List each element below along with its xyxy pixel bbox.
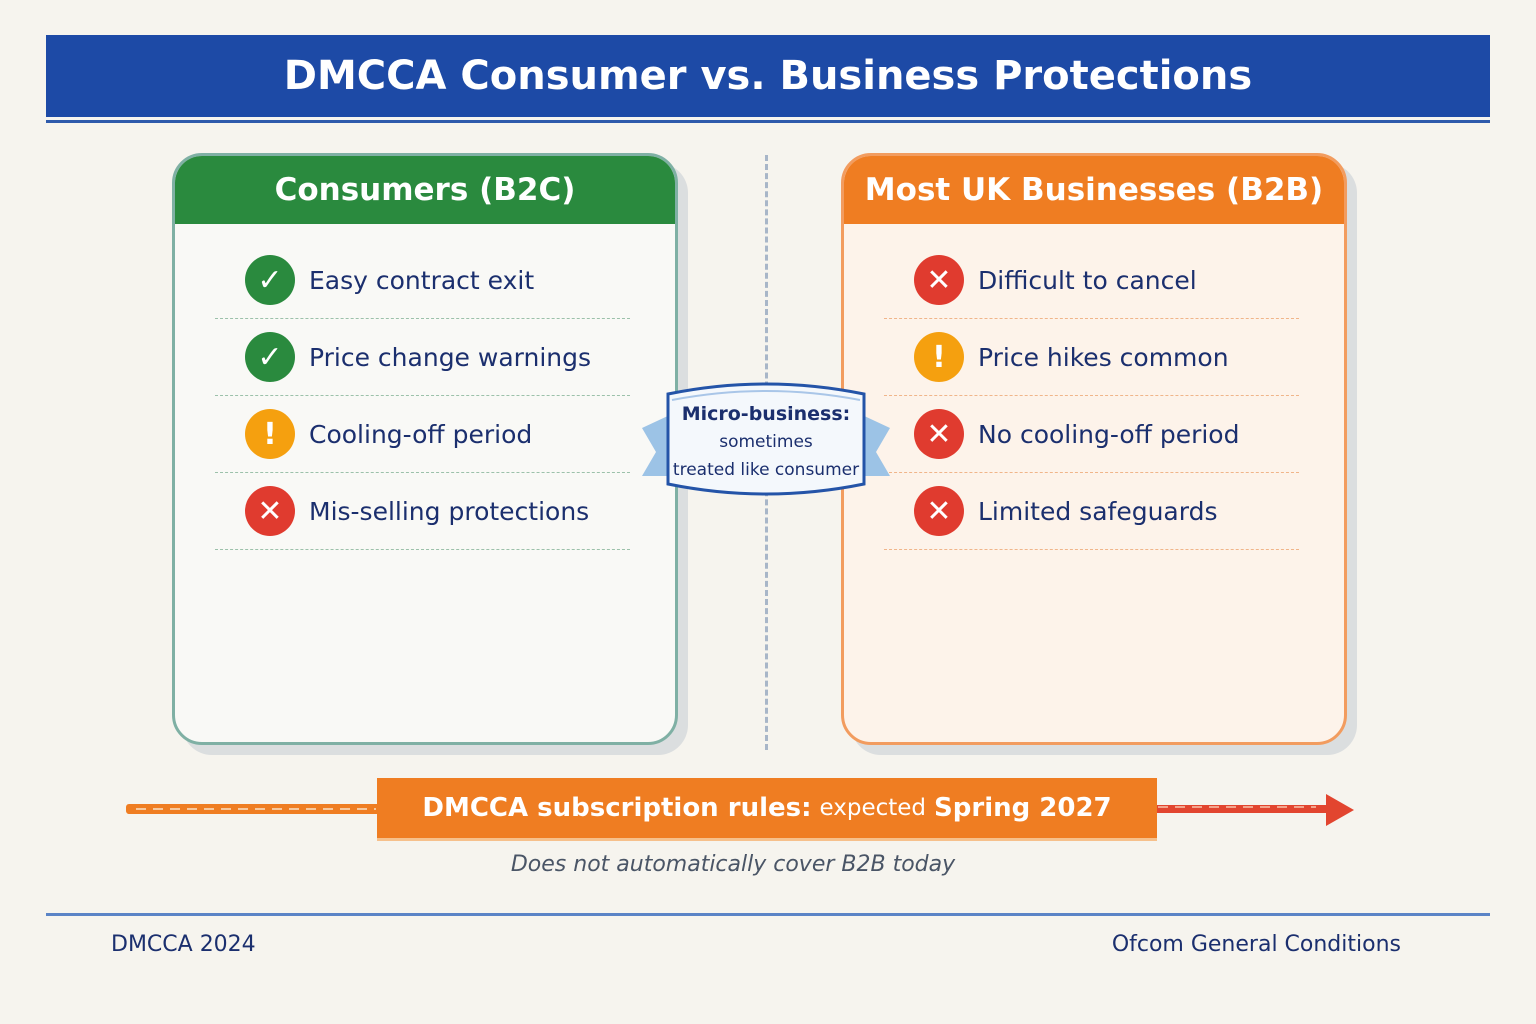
cross-icon: ✕ <box>914 255 964 305</box>
list-item: ✓ Price change warnings <box>215 319 630 396</box>
ribbon-shape <box>642 382 890 496</box>
timeline: DMCCA subscription rules: expected Sprin… <box>126 778 1356 842</box>
list-item: ! Cooling-off period <box>215 396 630 473</box>
cross-icon: ✕ <box>245 486 295 536</box>
cross-icon: ✕ <box>914 486 964 536</box>
timeline-banner: DMCCA subscription rules: expected Sprin… <box>377 778 1157 841</box>
micro-business-ribbon: Micro-business: sometimes treated like c… <box>642 380 890 500</box>
timeline-date: Spring 2027 <box>934 793 1112 823</box>
ribbon-line-1: sometimes <box>719 432 813 452</box>
item-label: Cooling-off period <box>309 419 533 449</box>
consumer-protection-list: ✓ Easy contract exit ✓ Price change warn… <box>215 224 630 550</box>
title-rule <box>46 120 1490 123</box>
footer-source-right: Ofcom General Conditions <box>1111 932 1401 957</box>
warning-icon: ! <box>914 332 964 382</box>
consumer-card-header: Consumers (B2C) <box>175 156 675 224</box>
business-card: Most UK Businesses (B2B) ✕ Difficult to … <box>841 153 1347 745</box>
list-item: ✕ Mis-selling protections <box>215 473 630 550</box>
ribbon-text: Micro-business: sometimes treated like c… <box>664 400 868 484</box>
item-label: Price change warnings <box>309 342 592 372</box>
timeline-label: DMCCA subscription rules: <box>422 793 812 823</box>
cross-icon: ✕ <box>914 409 964 459</box>
page-title: DMCCA Consumer vs. Business Protections <box>283 53 1253 99</box>
item-label: No cooling-off period <box>978 419 1240 449</box>
timeline-note: Does not automatically cover B2B today <box>510 852 956 877</box>
item-label: Mis-selling protections <box>309 496 590 526</box>
business-heading: Most UK Businesses (B2B) <box>864 172 1324 208</box>
timeline-expected: expected <box>819 795 927 821</box>
list-item: ✕ No cooling-off period <box>884 396 1299 473</box>
item-label: Difficult to cancel <box>978 265 1197 295</box>
check-icon: ✓ <box>245 255 295 305</box>
business-protection-list: ✕ Difficult to cancel ! Price hikes comm… <box>884 224 1299 550</box>
footer-source-left: DMCCA 2024 <box>111 932 256 957</box>
list-item: ✕ Limited safeguards <box>884 473 1299 550</box>
warning-icon: ! <box>245 409 295 459</box>
item-label: Easy contract exit <box>309 265 535 295</box>
consumer-heading: Consumers (B2C) <box>274 172 576 208</box>
business-card-header: Most UK Businesses (B2B) <box>844 156 1344 224</box>
list-item: ✕ Difficult to cancel <box>884 224 1299 319</box>
item-label: Limited safeguards <box>978 496 1218 526</box>
ribbon-title: Micro-business: <box>681 403 851 425</box>
list-item: ! Price hikes common <box>884 319 1299 396</box>
item-label: Price hikes common <box>978 342 1229 372</box>
list-item: ✓ Easy contract exit <box>215 224 630 319</box>
ribbon-line-2: treated like consumer <box>672 460 860 480</box>
consumer-card: Consumers (B2C) ✓ Easy contract exit ✓ P… <box>172 153 678 745</box>
footer-rule <box>46 913 1490 916</box>
title-bar: DMCCA Consumer vs. Business Protections <box>46 35 1490 117</box>
check-icon: ✓ <box>245 332 295 382</box>
